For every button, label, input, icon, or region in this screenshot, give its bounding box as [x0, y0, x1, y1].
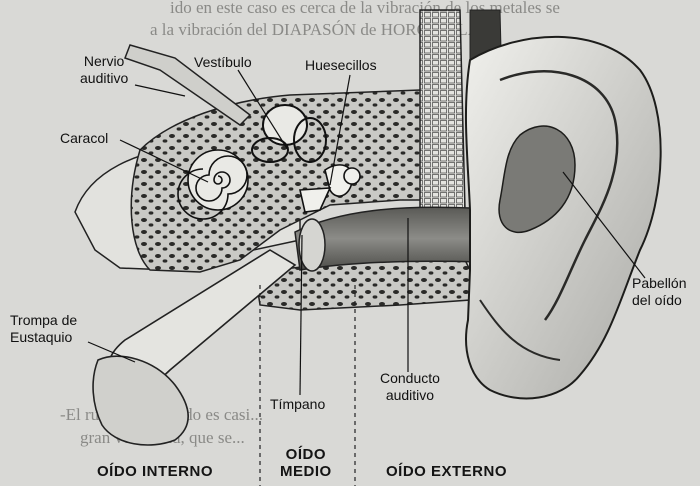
- section-oido-interno: OÍDO INTERNO: [97, 463, 213, 480]
- section-oido-medio: OÍDO MEDIO: [280, 446, 332, 480]
- label-nervio-auditivo: Nervio auditivo: [80, 53, 128, 87]
- label-pabellon-oido: Pabellón del oído: [632, 275, 687, 309]
- label-huesecillos: Huesecillos: [305, 57, 377, 74]
- label-conducto-auditivo: Conducto auditivo: [380, 370, 440, 404]
- label-timpano: Tímpano: [270, 396, 325, 413]
- label-vestibulo: Vestíbulo: [194, 54, 252, 71]
- pinna: [466, 37, 661, 399]
- label-caracol: Caracol: [60, 130, 108, 147]
- mastoid-column: [420, 10, 465, 210]
- label-trompa-eustaquio: Trompa de Eustaquio: [10, 312, 77, 346]
- eardrum: [299, 219, 325, 271]
- pharynx-flap: [93, 356, 188, 445]
- section-oido-externo: OÍDO EXTERNO: [386, 463, 507, 480]
- leader-nervio: [135, 85, 185, 96]
